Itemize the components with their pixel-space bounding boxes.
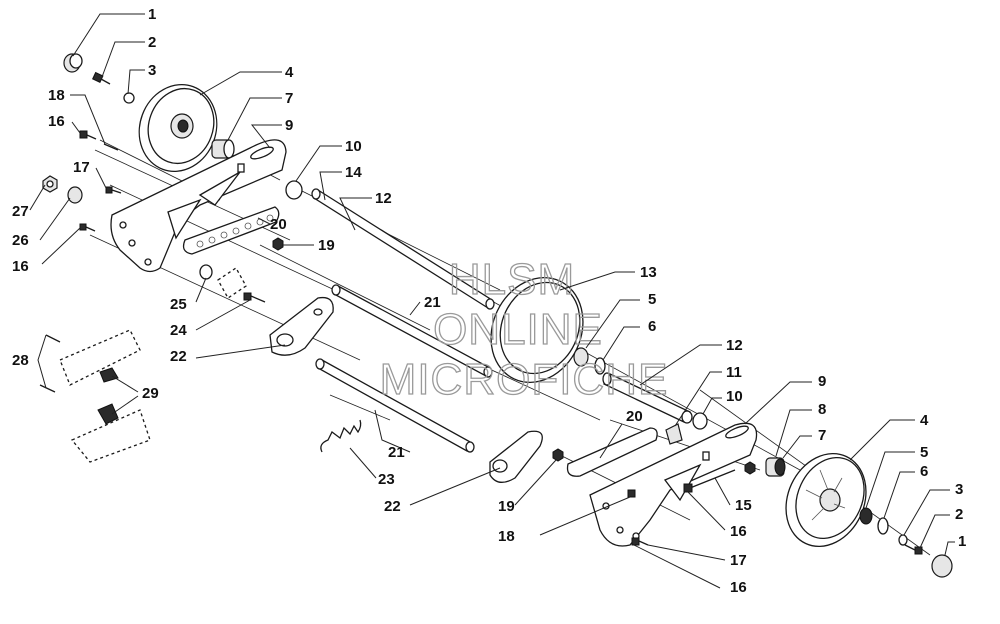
callout-4-lower: 4 <box>920 412 929 429</box>
callout-2: 2 <box>148 34 156 51</box>
part-24-bracket-outline <box>217 267 247 299</box>
part-9-slide-rail-bracket-lower <box>589 422 758 547</box>
part-24-bolt <box>243 292 266 303</box>
part-14-shaft-upper <box>311 188 495 310</box>
part-2-bolt-right <box>904 544 923 555</box>
callout-24: 24 <box>170 322 187 339</box>
part-6-snap-ring-right <box>877 517 889 535</box>
callout-4: 4 <box>285 64 294 81</box>
callout-23: 23 <box>378 471 395 488</box>
part-6-snap-ring-center <box>594 357 606 375</box>
callout-17-upper: 17 <box>73 159 90 176</box>
callout-27: 27 <box>12 203 29 220</box>
callout-6-lower: 6 <box>920 463 928 480</box>
part-18-bolt-upper <box>103 143 119 151</box>
callout-26: 26 <box>12 232 29 249</box>
callout-16-left: 16 <box>12 258 29 275</box>
callout-28: 28 <box>12 352 29 369</box>
part-3-washer-right <box>898 534 908 546</box>
part-1-cap-right <box>931 554 953 578</box>
part-10-washer-upper <box>285 180 303 200</box>
part-5-bearing-center <box>573 347 589 367</box>
part-8-spacer <box>765 457 786 477</box>
callout-3-lower: 3 <box>955 481 963 498</box>
part-20-slide-pad-lower <box>566 427 658 477</box>
part-21-shaft-lower <box>315 358 475 453</box>
callout-14: 14 <box>345 164 362 181</box>
callout-1-lower: 1 <box>958 533 966 550</box>
callout-1: 1 <box>148 6 156 23</box>
part-16-bolt-left <box>79 223 96 232</box>
callout-9: 9 <box>285 117 293 134</box>
callout-20-lower: 20 <box>626 408 643 425</box>
callout-21-lower: 21 <box>388 444 405 461</box>
part-4-idler-wheel-lower <box>785 452 867 548</box>
part-5-bearing-right <box>859 507 873 525</box>
part-17-bolt-lower <box>631 537 649 546</box>
callout-3: 3 <box>148 62 156 79</box>
part-19-nut-lower <box>552 448 564 462</box>
part-3-washer-upper <box>123 92 135 104</box>
part-23-spring <box>320 419 362 453</box>
callout-8: 8 <box>818 401 826 418</box>
part-27-nut <box>42 175 58 193</box>
callout-29: 29 <box>142 385 159 402</box>
part-13-idler-wheel-center <box>490 276 584 384</box>
callout-11: 11 <box>726 364 742 381</box>
callout-19-upper: 19 <box>318 237 335 254</box>
callout-17-lower: 17 <box>730 552 747 569</box>
inset-28-29-outline <box>39 329 151 463</box>
callout-10-right: 10 <box>726 388 743 405</box>
part-7-spacer-upper <box>211 139 235 159</box>
callout-15: 15 <box>735 497 752 514</box>
callout-22-lower: 22 <box>384 498 401 515</box>
watermark-line-1: HLSM <box>449 255 575 304</box>
callout-20-upper: 20 <box>270 216 287 233</box>
part-17-bolt-upper <box>105 186 122 194</box>
part-26-bushing <box>67 186 83 204</box>
part-21-shaft-upper <box>331 284 493 378</box>
watermark: HLSM ONLINE MICROFICHE <box>379 254 669 404</box>
callout-18-lower: 18 <box>498 528 515 545</box>
callout-7-lower: 7 <box>818 427 826 444</box>
part-22-pivot-arm-upper <box>269 296 334 356</box>
part-9-slide-rail-bracket-upper <box>110 139 287 273</box>
part-4-idler-wheel-upper <box>138 84 218 172</box>
part-16-nut-right <box>744 461 756 475</box>
watermark-line-2: ONLINE <box>433 305 603 354</box>
part-20-slide-pad-upper <box>182 206 280 255</box>
part-1-cap-upper <box>63 53 83 73</box>
part-16-bolt-upper <box>79 130 97 140</box>
part-18-bolt-lower <box>627 489 636 498</box>
callout-2-lower: 2 <box>955 506 963 523</box>
callouts: 1 2 3 4 7 9 10 14 12 18 16 17 27 <box>12 6 966 596</box>
callout-18-upper: 18 <box>48 87 65 104</box>
part-19-nut-upper <box>272 237 284 251</box>
callout-6-center: 6 <box>648 318 656 335</box>
callout-12-upper: 12 <box>375 190 392 207</box>
callout-5-lower: 5 <box>920 444 928 461</box>
callout-16-upper: 16 <box>48 113 65 130</box>
callout-7: 7 <box>285 90 293 107</box>
callout-16-bottom: 16 <box>730 579 747 596</box>
callout-12-right: 12 <box>726 337 743 354</box>
part-11-clip <box>665 423 683 445</box>
callout-25: 25 <box>170 296 187 313</box>
part-12-shaft-right <box>602 372 693 424</box>
part-22-pivot-arm-lower <box>489 430 543 483</box>
watermark-line-3: MICROFICHE <box>380 355 669 404</box>
callout-19-lower: 19 <box>498 498 515 515</box>
part-25-bushing <box>199 264 213 280</box>
callout-16-mid: 16 <box>730 523 747 540</box>
callout-9-lower: 9 <box>818 373 826 390</box>
part-10-washer-right <box>692 412 708 430</box>
callout-21-upper: 21 <box>424 294 441 311</box>
callout-5-center: 5 <box>648 291 656 308</box>
part-2-bolt-upper <box>92 71 111 85</box>
callout-22-upper: 22 <box>170 348 187 365</box>
callout-10: 10 <box>345 138 362 155</box>
callout-13: 13 <box>640 264 657 281</box>
